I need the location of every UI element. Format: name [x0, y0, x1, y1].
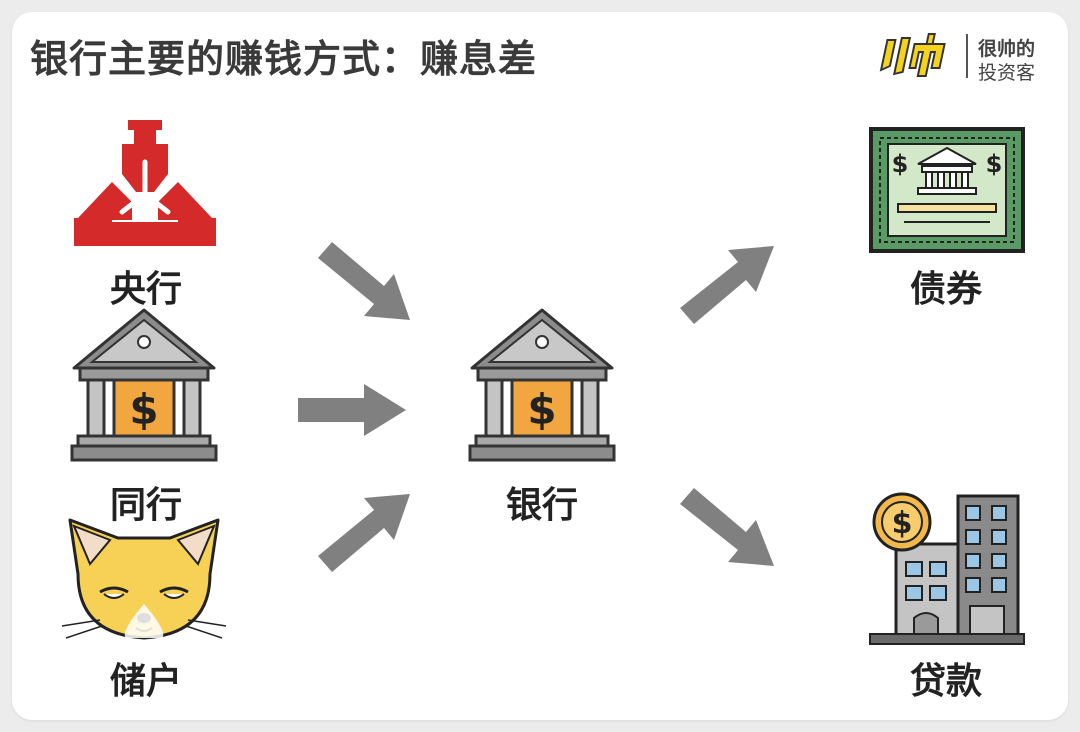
svg-text:$: $: [129, 385, 158, 434]
arrow-bank-to-loans: [680, 488, 774, 566]
node-label-bank: 银行: [505, 485, 578, 526]
company-building-loan-icon: $: [869, 492, 1025, 645]
page-title: 银行主要的赚钱方式：赚息差: [30, 37, 538, 81]
brand-divider: [966, 34, 968, 78]
bank-building-icon: $: [70, 308, 218, 462]
brand-line-1: 很帅的: [978, 38, 1036, 60]
arrow-depositors-to-bank: [318, 494, 410, 572]
svg-text:$: $: [892, 506, 913, 541]
svg-text:$: $: [892, 150, 909, 178]
central-bank-logo-icon: [74, 120, 216, 246]
node-label-interbank: 同行: [109, 485, 182, 526]
brand: 很帅的 投资客: [876, 28, 1056, 84]
fox-face-icon: [61, 518, 227, 640]
node-label-loans: 贷款: [909, 661, 982, 702]
node-label-depositors: 储户: [109, 661, 182, 702]
arrow-bank-to-bonds: [680, 246, 774, 324]
brand-line-2: 投资客: [978, 62, 1036, 84]
node-label-bonds: 债券: [909, 269, 982, 310]
svg-text:$: $: [986, 150, 1003, 178]
bond-certificate-icon: $ $: [869, 127, 1025, 253]
brand-logo-icon: [879, 33, 946, 77]
arrow-central-bank-to-bank: [318, 242, 410, 320]
bank-building-icon: $: [468, 308, 616, 462]
arrow-interbank-to-bank: [298, 384, 406, 436]
svg-text:$: $: [527, 385, 556, 434]
node-label-central-bank: 央行: [109, 269, 182, 310]
